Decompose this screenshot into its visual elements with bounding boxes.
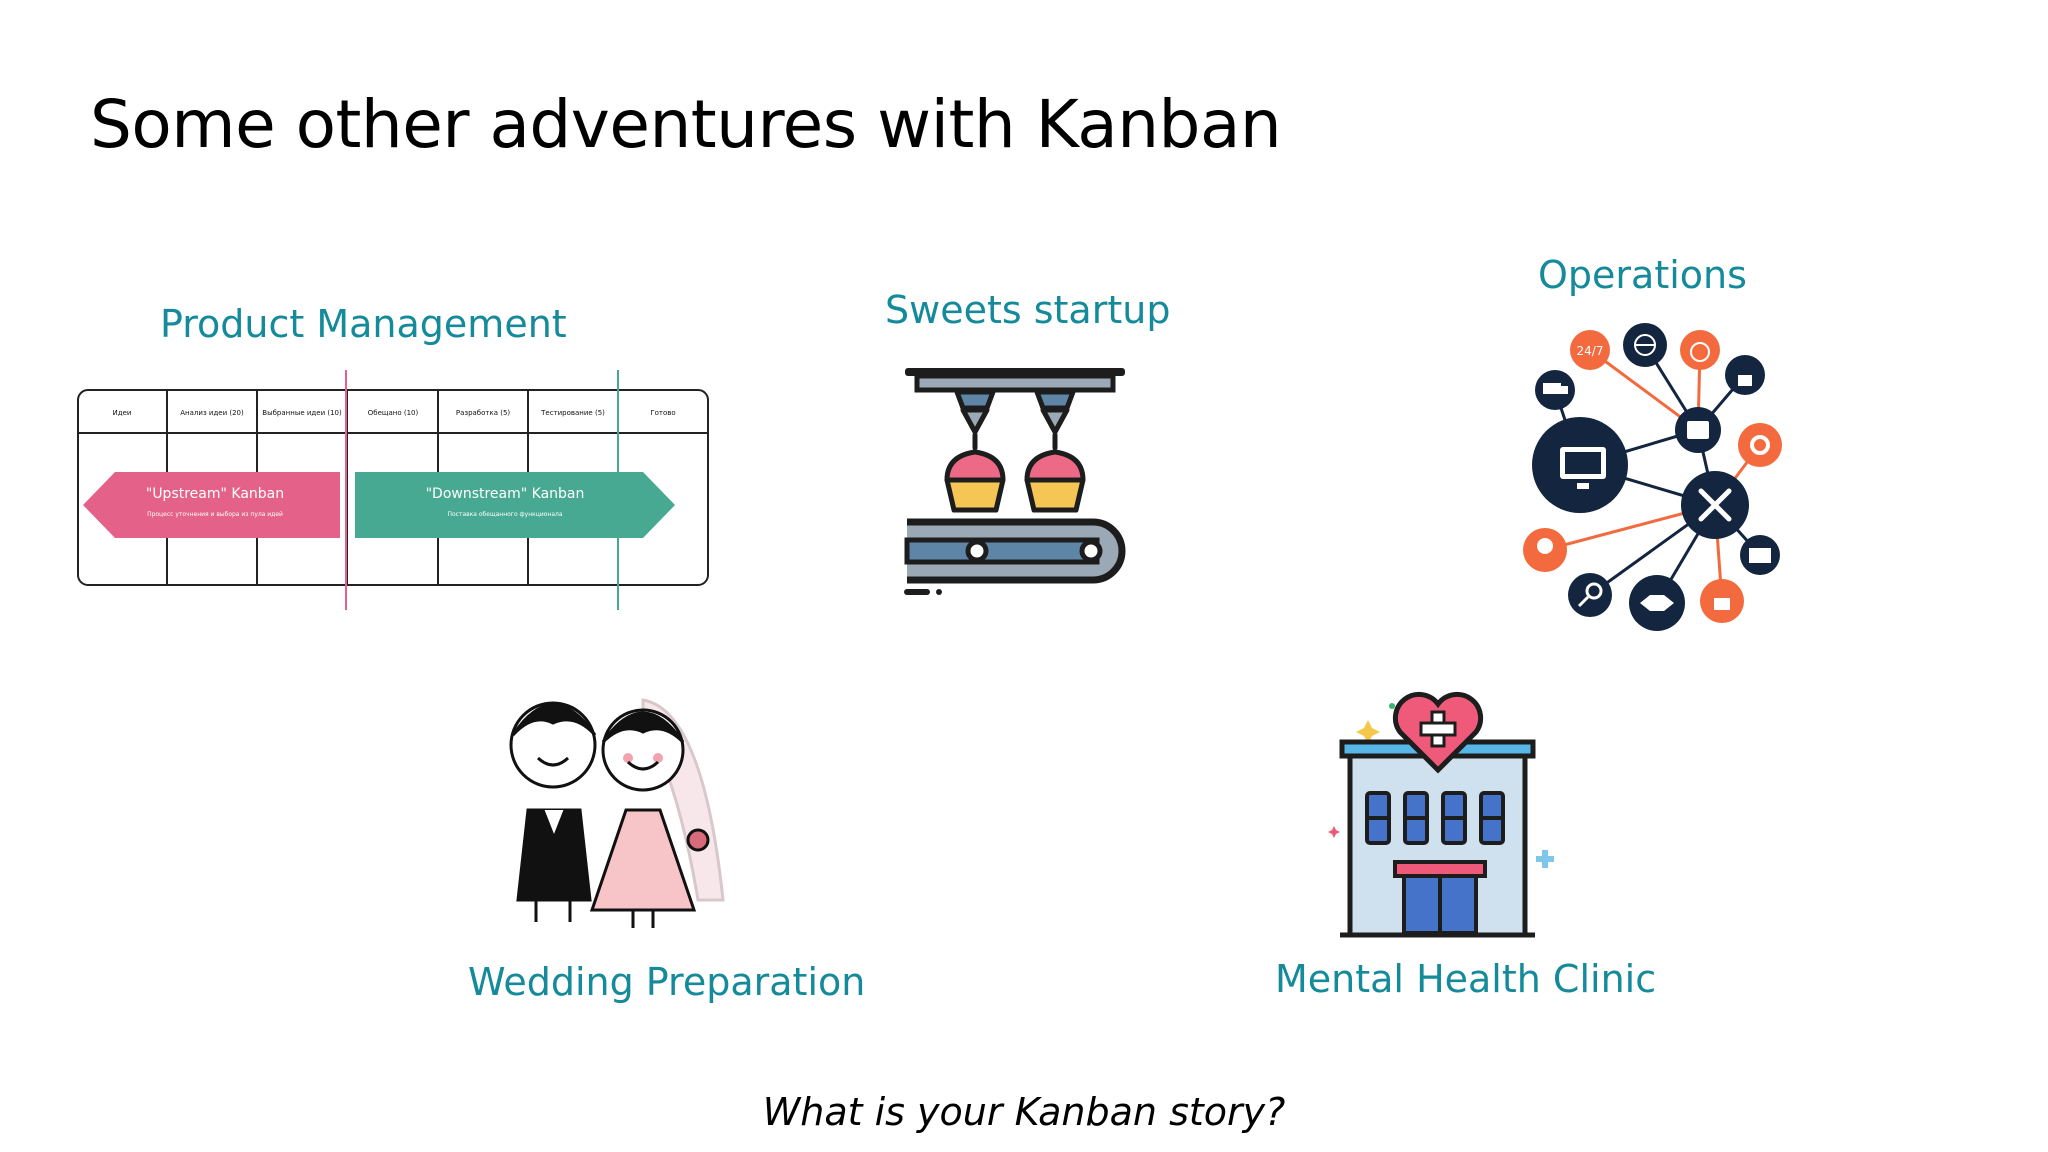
upstream-subtitle: Процесс уточнения и выбора из пула идей — [147, 511, 283, 518]
board-column-header: Выбранные идеи (10) — [262, 409, 342, 417]
lightbulb-icon — [1523, 528, 1567, 572]
downstream-subtitle: Поставка обещанного функционала — [447, 511, 562, 518]
product-management-label: Product Management — [160, 302, 567, 346]
stopwatch-icon — [1680, 330, 1720, 370]
board-column-header: Идеи — [113, 409, 132, 417]
board-column-header: Разработка (5) — [456, 409, 511, 417]
truck-icon — [1535, 370, 1575, 410]
cupcake-conveyor-illustration — [904, 368, 1126, 595]
operations-network-illustration: 24/7 — [1523, 323, 1782, 631]
globe-icon — [1623, 323, 1667, 367]
mental-health-clinic-label: Mental Health Clinic — [1275, 957, 1657, 1001]
sweets-startup-label: Sweets startup — [885, 288, 1171, 332]
mail-icon — [1740, 535, 1780, 575]
downstream-arrow — [355, 472, 675, 538]
bride-figure — [589, 698, 725, 928]
downstream-title: "Downstream" Kanban — [426, 486, 585, 502]
handshake-icon — [1629, 575, 1685, 631]
unlock-icon — [1725, 355, 1765, 395]
slide-title: Some other adventures with Kanban — [90, 86, 1282, 163]
board-column-header: Анализ идеи (20) — [180, 409, 244, 417]
wedding-couple-illustration — [509, 698, 725, 928]
board-column-header: Обещано (10) — [368, 409, 419, 417]
kanban-board: Идеи Анализ идеи (20) Выбранные идеи (10… — [77, 370, 709, 610]
board-column-header: Тестирование (5) — [540, 409, 605, 417]
gears-icon — [1738, 423, 1782, 467]
phone-icon — [1675, 407, 1721, 453]
thumbs-up-icon — [1700, 579, 1744, 623]
slide-footer-question: What is your Kanban story? — [762, 1090, 1286, 1134]
magnifier-icon — [1568, 573, 1612, 617]
board-column-header: Готово — [650, 409, 675, 417]
upstream-title: "Upstream" Kanban — [146, 486, 284, 502]
tools-icon — [1681, 471, 1749, 539]
clinic-building-illustration — [1328, 691, 1554, 938]
operations-label: Operations — [1538, 253, 1747, 297]
groom-figure — [509, 701, 597, 922]
24-7-label: 24/7 — [1577, 344, 1604, 358]
24-7-icon: 24/7 — [1570, 330, 1610, 370]
wedding-preparation-label: Wedding Preparation — [468, 960, 866, 1004]
upstream-arrow — [83, 472, 340, 538]
computer-icon — [1532, 417, 1628, 513]
